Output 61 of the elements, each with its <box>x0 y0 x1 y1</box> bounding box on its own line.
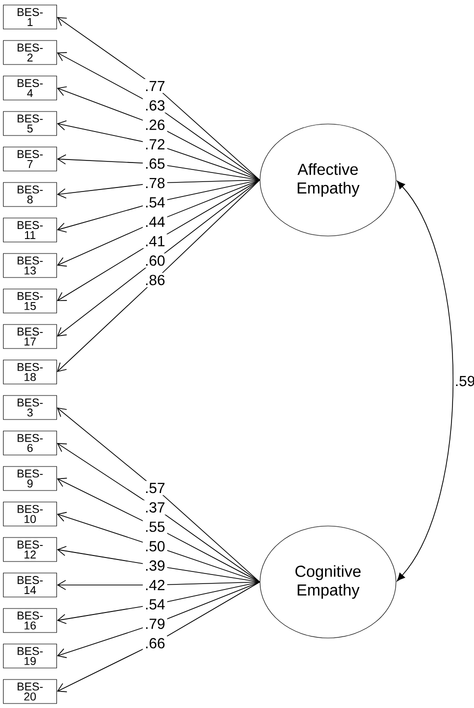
arrow <box>56 408 260 582</box>
edge-label: .66 <box>142 636 168 650</box>
arrow <box>56 86 260 180</box>
edge-label: .60 <box>142 253 168 268</box>
indicator-box: BES- 4 <box>3 76 57 100</box>
edge-label: .86 <box>142 272 168 288</box>
arrow <box>56 443 260 582</box>
indicator-box: BES- 11 <box>3 218 57 242</box>
arrow <box>56 512 260 582</box>
arrow <box>56 582 260 658</box>
arrow <box>56 180 260 372</box>
edge-label: .54 <box>142 195 168 210</box>
arrow <box>56 154 260 180</box>
indicator-box: BES- 16 <box>3 608 57 633</box>
indicator-box: BES- 9 <box>3 466 57 491</box>
edge-label: .77 <box>142 78 168 94</box>
edge-label: .41 <box>142 234 168 248</box>
edge-label: .78 <box>142 176 168 190</box>
indicator-box: BES- 17 <box>3 324 57 349</box>
indicator-box: BES- 14 <box>3 572 57 598</box>
arrow <box>56 180 260 337</box>
edge-label: .39 <box>142 558 168 573</box>
arrow <box>56 580 260 590</box>
indicator-box: BES- 19 <box>3 644 57 668</box>
arrow <box>56 52 260 180</box>
arrow <box>56 546 260 582</box>
edge-label: .37 <box>142 500 168 515</box>
indicator-box: BES- 12 <box>3 537 57 562</box>
arrow <box>56 180 260 301</box>
indicator-box: BES- 20 <box>3 679 57 704</box>
arrow <box>56 180 260 233</box>
indicator-box: BES- 6 <box>3 430 57 456</box>
indicator-box: BES- 2 <box>3 40 57 65</box>
indicator-box: BES- 10 <box>3 502 57 526</box>
edge-label: .44 <box>142 214 168 229</box>
arrow <box>56 582 260 624</box>
edge-label: .55 <box>142 520 168 534</box>
edge-label: .79 <box>142 616 168 631</box>
edge-label: .42 <box>142 578 168 592</box>
edge-label: .54 <box>142 597 168 612</box>
indicator-box: BES- 3 <box>3 395 57 420</box>
indicator-box: BES- 1 <box>3 4 57 30</box>
edge-label: .26 <box>142 118 168 132</box>
edge-label: .50 <box>142 539 168 554</box>
edge-label: .72 <box>142 137 168 152</box>
indicator-box: BES- 13 <box>3 253 57 278</box>
edge-label: .63 <box>142 98 168 113</box>
arrow <box>56 120 260 180</box>
edge-label: .57 <box>142 480 168 496</box>
arrow <box>56 17 260 180</box>
correlation-arrow <box>396 180 454 582</box>
indicator-box: BES- 15 <box>3 288 57 314</box>
indicator-box: BES- 7 <box>3 146 57 172</box>
arrow <box>56 180 260 267</box>
arrow <box>56 478 260 582</box>
edge-label: .65 <box>142 156 168 171</box>
arrow <box>56 582 260 692</box>
indicator-box: BES- 5 <box>3 111 57 136</box>
indicator-box: BES- 18 <box>3 360 57 384</box>
arrow <box>56 180 260 199</box>
indicator-box: BES- 8 <box>3 182 57 207</box>
